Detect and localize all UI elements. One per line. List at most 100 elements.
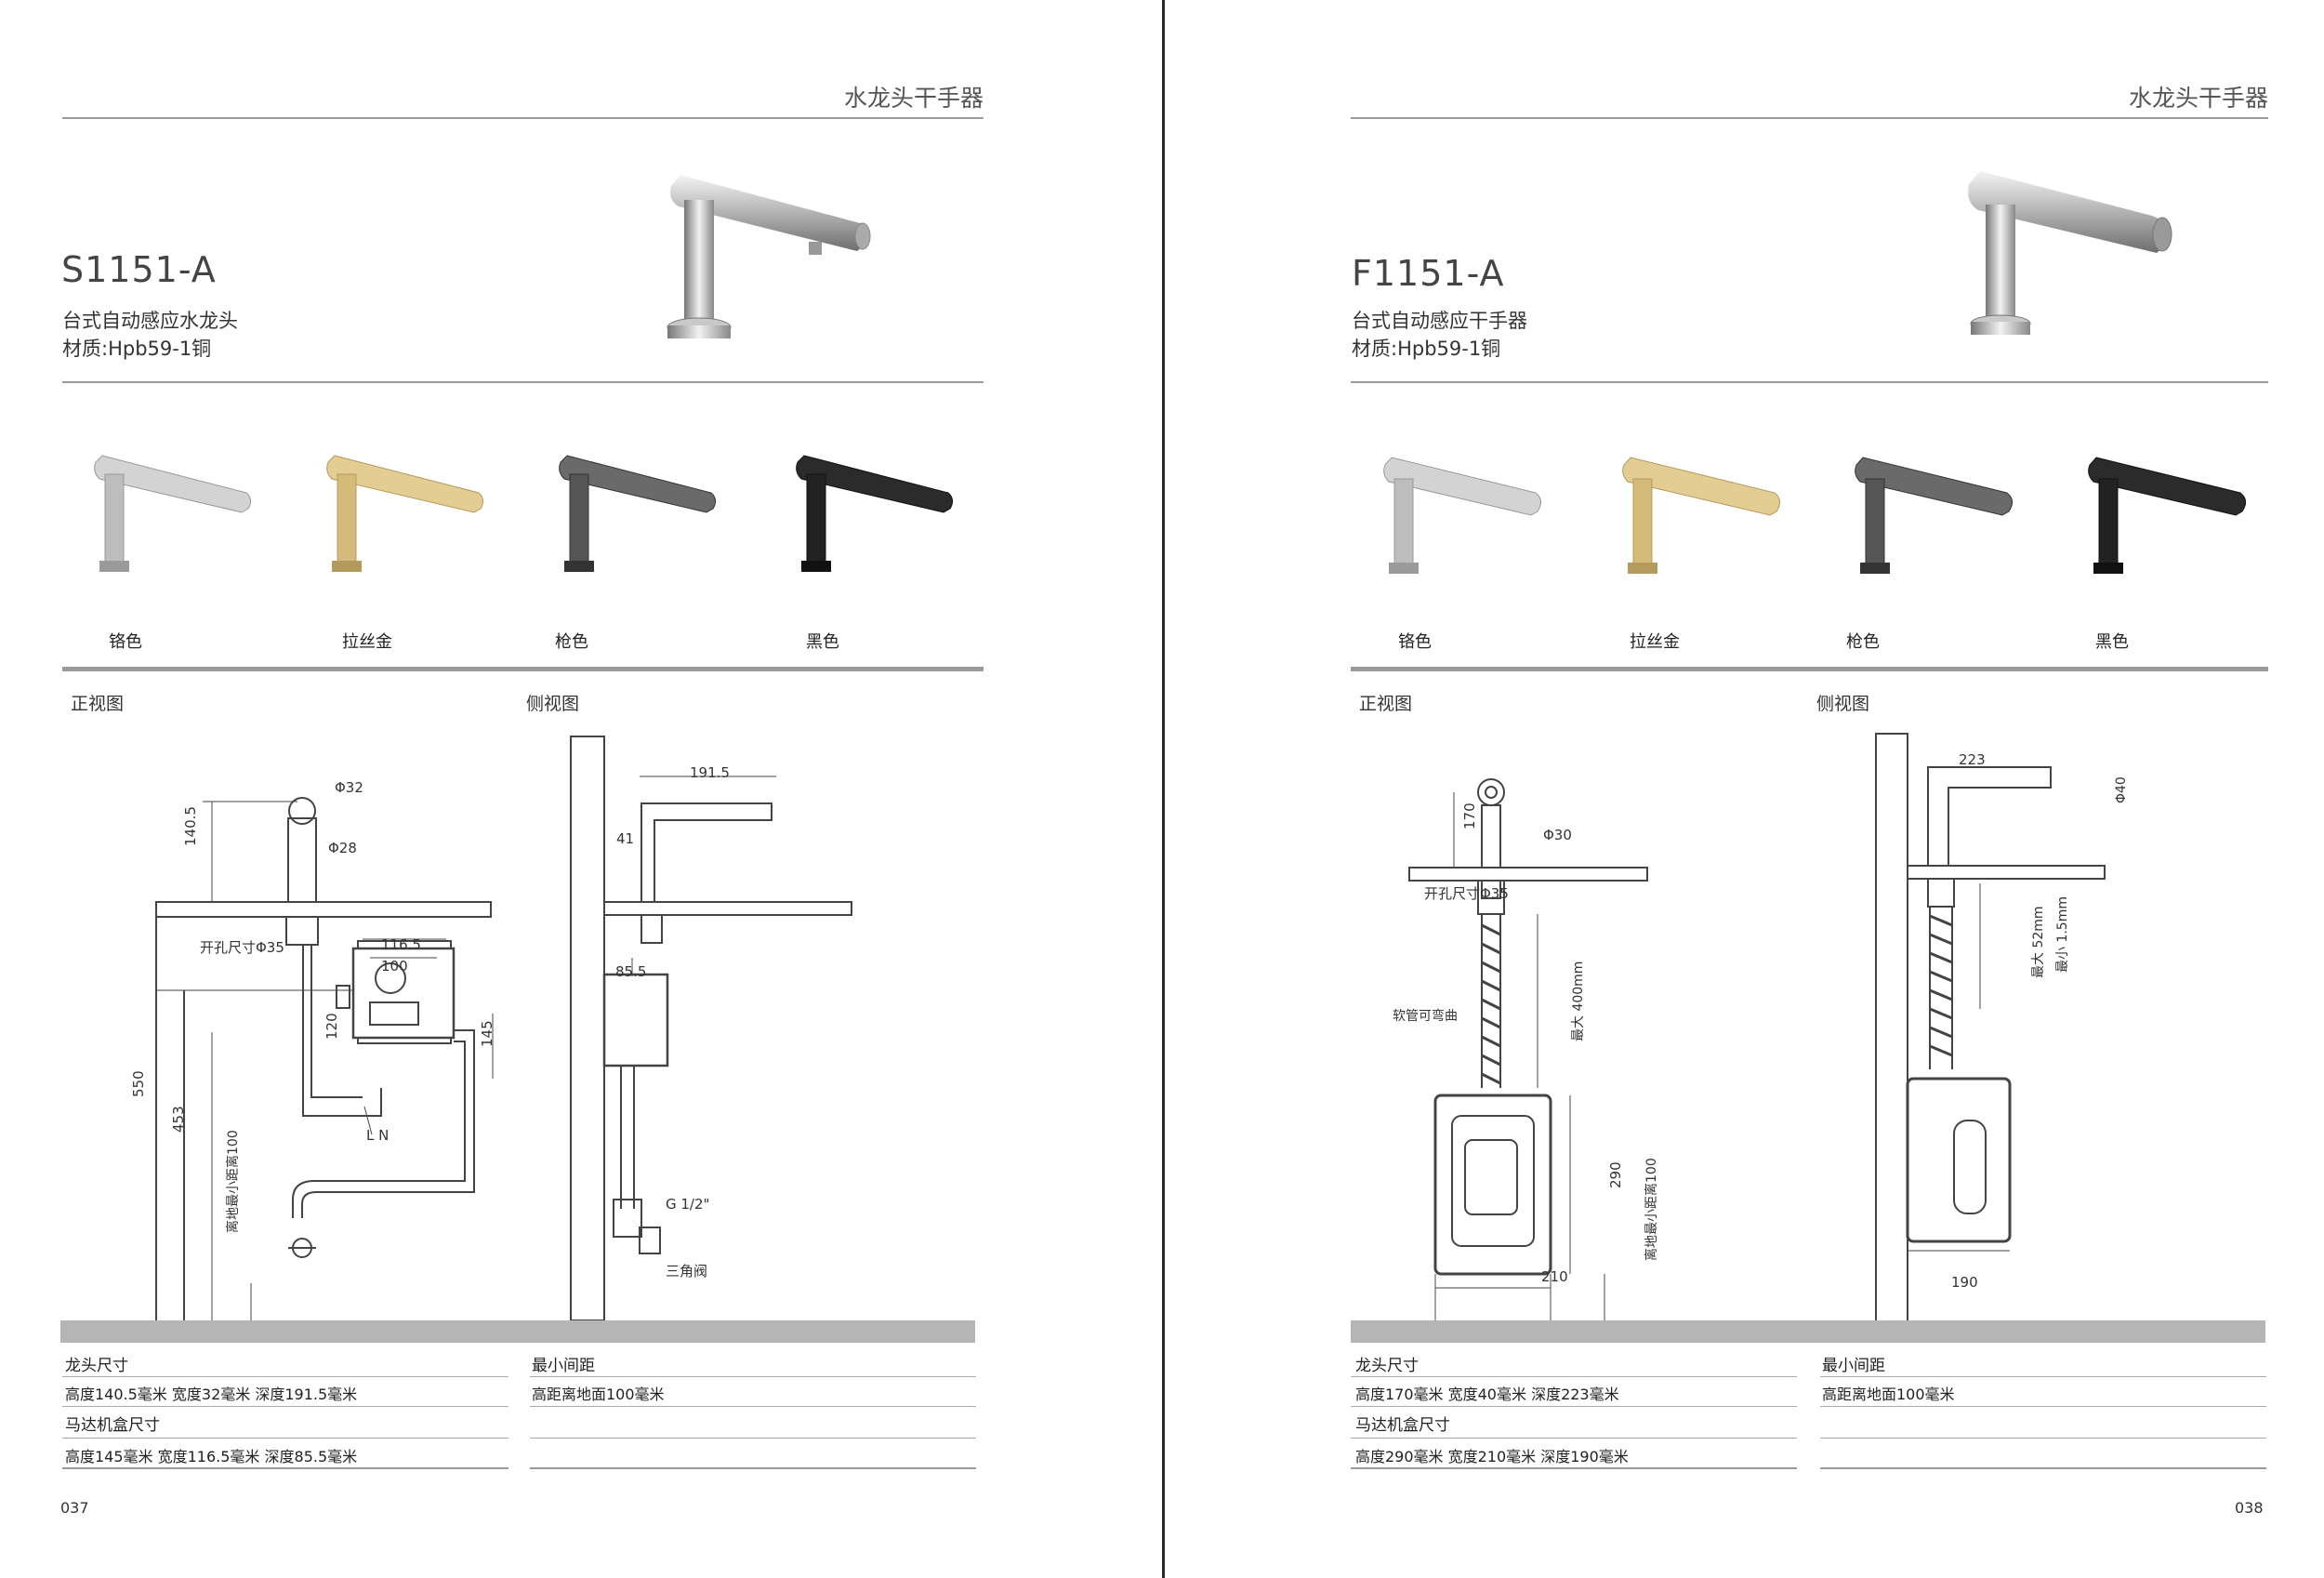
hero-dryer-image xyxy=(1968,171,2172,335)
spec-rule xyxy=(1820,1406,2266,1407)
color-variant-gold-image xyxy=(1622,457,1780,574)
dim-floor-distance: 离地最小距离100 xyxy=(226,1130,241,1233)
dim-phi30: Φ30 xyxy=(1543,827,1572,843)
spec-rule xyxy=(530,1376,976,1377)
dim-41: 41 xyxy=(616,830,635,847)
hero-faucet-image xyxy=(667,175,871,338)
color-variant-black-image xyxy=(796,455,954,572)
product-description: 台式自动感应水龙头 xyxy=(62,310,238,332)
dim-170: 170 xyxy=(1461,802,1478,829)
spec-motor-title: 马达机盒尺寸 xyxy=(65,1416,160,1435)
model-number: F1151-A xyxy=(1352,253,1505,294)
catalog-page-right: 水龙头干手器 F1151-A 台式自动感应干手器 材质:Hpb59-1铜 xyxy=(1166,0,2324,1578)
color-variant-gunmetal-image xyxy=(559,455,717,572)
color-label-chrome: 铬色 xyxy=(109,632,142,652)
side-view-label: 侧视图 xyxy=(1816,694,1870,714)
dim-290: 290 xyxy=(1607,1161,1624,1188)
front-view-drawing xyxy=(155,797,494,1320)
section-divider xyxy=(62,381,984,383)
dim-191-5: 191.5 xyxy=(690,764,730,781)
page-header: 水龙头干手器 xyxy=(2128,85,2268,112)
color-label-gold: 拉丝金 xyxy=(1630,632,1680,652)
spec-motor-value: 高度290毫米 宽度210毫米 深度190毫米 xyxy=(1355,1448,1629,1465)
spec-rule xyxy=(1351,1438,1797,1439)
color-label-gold: 拉丝金 xyxy=(342,632,392,652)
header-divider xyxy=(62,117,984,119)
product-description: 台式自动感应干手器 xyxy=(1352,310,1527,332)
spec-rule xyxy=(1351,1467,1797,1469)
triangle-valve-label: 三角阀 xyxy=(666,1263,708,1280)
spec-rule xyxy=(62,1376,508,1377)
dim-550: 550 xyxy=(130,1070,147,1097)
dim-190: 190 xyxy=(1951,1274,1978,1291)
color-variant-chrome-image xyxy=(1383,457,1541,574)
product-material: 材质:Hpb59-1铜 xyxy=(62,338,212,360)
spec-faucet-title: 龙头尺寸 xyxy=(1355,1357,1419,1375)
spec-faucet-value: 高度170毫米 宽度40毫米 深度223毫米 xyxy=(1355,1386,1619,1403)
dim-85-5: 85.5 xyxy=(615,963,647,980)
color-label-chrome: 铬色 xyxy=(1398,632,1432,652)
spec-rule xyxy=(1351,1376,1797,1377)
dim-145: 145 xyxy=(479,1020,495,1047)
color-variant-gunmetal-image xyxy=(1855,457,2013,574)
dim-min-1-5: 最小 1.5mm xyxy=(2055,896,2070,973)
spec-rule xyxy=(530,1406,976,1407)
dim-ln: L N xyxy=(366,1127,390,1144)
spec-rule xyxy=(1820,1467,2266,1469)
dim-hole-35: 开孔尺寸Φ35 xyxy=(1424,885,1509,902)
spec-rule xyxy=(1820,1376,2266,1377)
page-header: 水龙头干手器 xyxy=(843,85,984,112)
dim-floor-distance: 离地最小距离100 xyxy=(1644,1158,1659,1261)
header-divider xyxy=(1351,117,2268,119)
spec-rule xyxy=(530,1438,976,1439)
color-label-black: 黑色 xyxy=(2095,632,2129,652)
dim-max-400: 最大 400mm xyxy=(1571,961,1586,1041)
color-section-divider xyxy=(1351,667,2268,671)
spec-gap-value: 高距离地面100毫米 xyxy=(1822,1386,1955,1403)
floor-line xyxy=(60,1320,975,1343)
side-view-label: 侧视图 xyxy=(526,694,580,714)
dim-phi40: Φ40 xyxy=(2114,776,2129,803)
model-number: S1151-A xyxy=(61,249,217,290)
side-view-drawing xyxy=(1875,733,2106,1325)
book-spine xyxy=(1162,0,1165,1578)
dim-116-5: 116.5 xyxy=(381,936,421,953)
dim-g-half: G 1/2" xyxy=(666,1196,710,1213)
color-label-gunmetal: 枪色 xyxy=(555,632,588,652)
spec-rule xyxy=(530,1467,976,1469)
dim-max-52: 最大 52mm xyxy=(2031,906,2046,978)
dim-phi32: Φ32 xyxy=(335,779,363,796)
spec-rule xyxy=(62,1467,508,1469)
hose-flexible-label: 软管可弯曲 xyxy=(1393,1009,1458,1024)
spec-motor-value: 高度145毫米 宽度116.5毫米 深度85.5毫米 xyxy=(65,1448,358,1465)
spec-rule xyxy=(62,1406,508,1407)
side-view-drawing xyxy=(570,736,852,1320)
dim-453: 453 xyxy=(170,1106,187,1133)
color-section-divider xyxy=(62,667,984,671)
spec-gap-value: 高距离地面100毫米 xyxy=(532,1386,665,1403)
color-variant-black-image xyxy=(2088,457,2246,574)
dim-hole-35: 开孔尺寸Φ35 xyxy=(200,939,284,956)
color-label-gunmetal: 枪色 xyxy=(1846,632,1880,652)
color-label-black: 黑色 xyxy=(806,632,839,652)
dim-100: 100 xyxy=(381,958,408,975)
dim-210: 210 xyxy=(1541,1268,1568,1285)
section-divider xyxy=(1351,381,2268,383)
page-number: 038 xyxy=(2235,1499,2264,1517)
dim-120: 120 xyxy=(324,1013,340,1040)
dim-phi28: Φ28 xyxy=(328,840,357,856)
front-view-drawing xyxy=(1408,778,1648,1320)
floor-line xyxy=(1351,1320,2265,1343)
catalog-page-left: 水龙头干手器 S1151-A 台式自动感应水龙头 材质:Hpb59-1铜 xyxy=(60,85,984,1517)
spec-motor-title: 马达机盒尺寸 xyxy=(1355,1416,1450,1435)
dim-140-5: 140.5 xyxy=(182,806,199,846)
page-number: 037 xyxy=(60,1499,89,1517)
dim-223: 223 xyxy=(1959,751,1986,768)
spec-rule xyxy=(62,1438,508,1439)
spec-faucet-value: 高度140.5毫米 宽度32毫米 深度191.5毫米 xyxy=(65,1386,358,1403)
spec-rule xyxy=(1820,1438,2266,1439)
spec-faucet-title: 龙头尺寸 xyxy=(65,1357,128,1375)
color-variant-gold-image xyxy=(326,455,484,572)
spec-gap-title: 最小间距 xyxy=(532,1357,595,1375)
front-view-label: 正视图 xyxy=(1359,694,1413,714)
